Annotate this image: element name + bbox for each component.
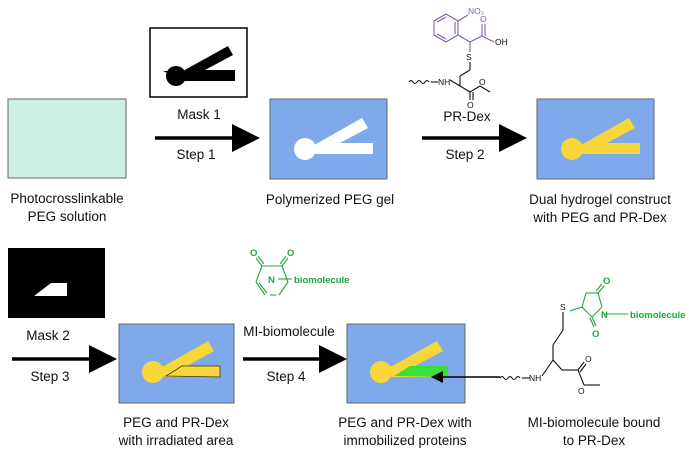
oh-label: OH [495, 37, 508, 47]
irradiated-label-2: with irradiated area [118, 433, 234, 448]
immobilized-label-2: immobilized proteins [343, 433, 466, 448]
o-label-mi-1: O [250, 248, 257, 259]
dual-hydrogel-panel [536, 98, 655, 180]
o-label-top1: O [467, 100, 474, 110]
step-4-label: Step 4 [266, 369, 306, 384]
o-label-bound-4: O [578, 386, 585, 396]
nh-label-bound: NH [529, 373, 541, 383]
nh-label-top: NH [438, 77, 450, 87]
bound-structure-green [569, 283, 628, 328]
dual-hydrogel-label-1: Dual hydrogel construct [529, 192, 671, 207]
bound-structure-backbone [499, 312, 600, 386]
mi-biomolecule-structure [255, 255, 292, 296]
irradiated-panel [118, 323, 235, 404]
o-label-mi-2: O [287, 248, 294, 259]
step-2-label: Step 2 [445, 147, 484, 162]
peg-solution-box [7, 98, 127, 179]
o-label-top2: O [479, 77, 486, 87]
pr-dex-backbone [408, 62, 491, 100]
no2-label: NO₂ [468, 6, 484, 16]
mask-2 [8, 248, 105, 318]
pr-dex-structure [433, 13, 495, 52]
peg-solution-label-2: PEG solution [28, 209, 107, 224]
pr-dex-label: PR-Dex [443, 109, 491, 124]
immobilized-panel [346, 323, 466, 404]
dual-hydrogel-label-2: with PEG and PR-Dex [532, 210, 667, 225]
o-label-purple: O [480, 14, 487, 24]
bound-label-2: to PR-Dex [563, 433, 626, 448]
step-3-label: Step 3 [30, 369, 69, 384]
peg-gel-label: Polymerized PEG gel [266, 192, 394, 207]
peg-solution-label-1: Photocrosslinkable [10, 191, 123, 206]
biomolecule-label-bound: biomolecule [630, 310, 685, 321]
immobilized-label-1: PEG and PR-Dex with [338, 415, 472, 430]
bound-label-1: MI-biomolecule bound [528, 415, 661, 430]
step-1-label: Step 1 [176, 147, 215, 162]
o-label-bound-3: O [585, 354, 592, 364]
s-label-top: S [466, 52, 472, 62]
n-label-bound: N [601, 310, 608, 321]
mi-biomolecule-label: MI-biomolecule [243, 324, 335, 339]
biomolecule-label-mi: biomolecule [294, 275, 349, 286]
irradiated-label-1: PEG and PR-Dex [123, 415, 229, 430]
peg-gel-panel [269, 98, 388, 180]
mask-1-label: Mask 1 [177, 107, 221, 122]
o-label-bound-2: O [592, 329, 599, 340]
n-label-mi: N [268, 275, 275, 286]
o-label-bound-1: O [603, 276, 610, 287]
s-label-bound: S [560, 302, 566, 312]
mask-2-label: Mask 2 [26, 328, 70, 343]
mask-1 [149, 27, 248, 98]
